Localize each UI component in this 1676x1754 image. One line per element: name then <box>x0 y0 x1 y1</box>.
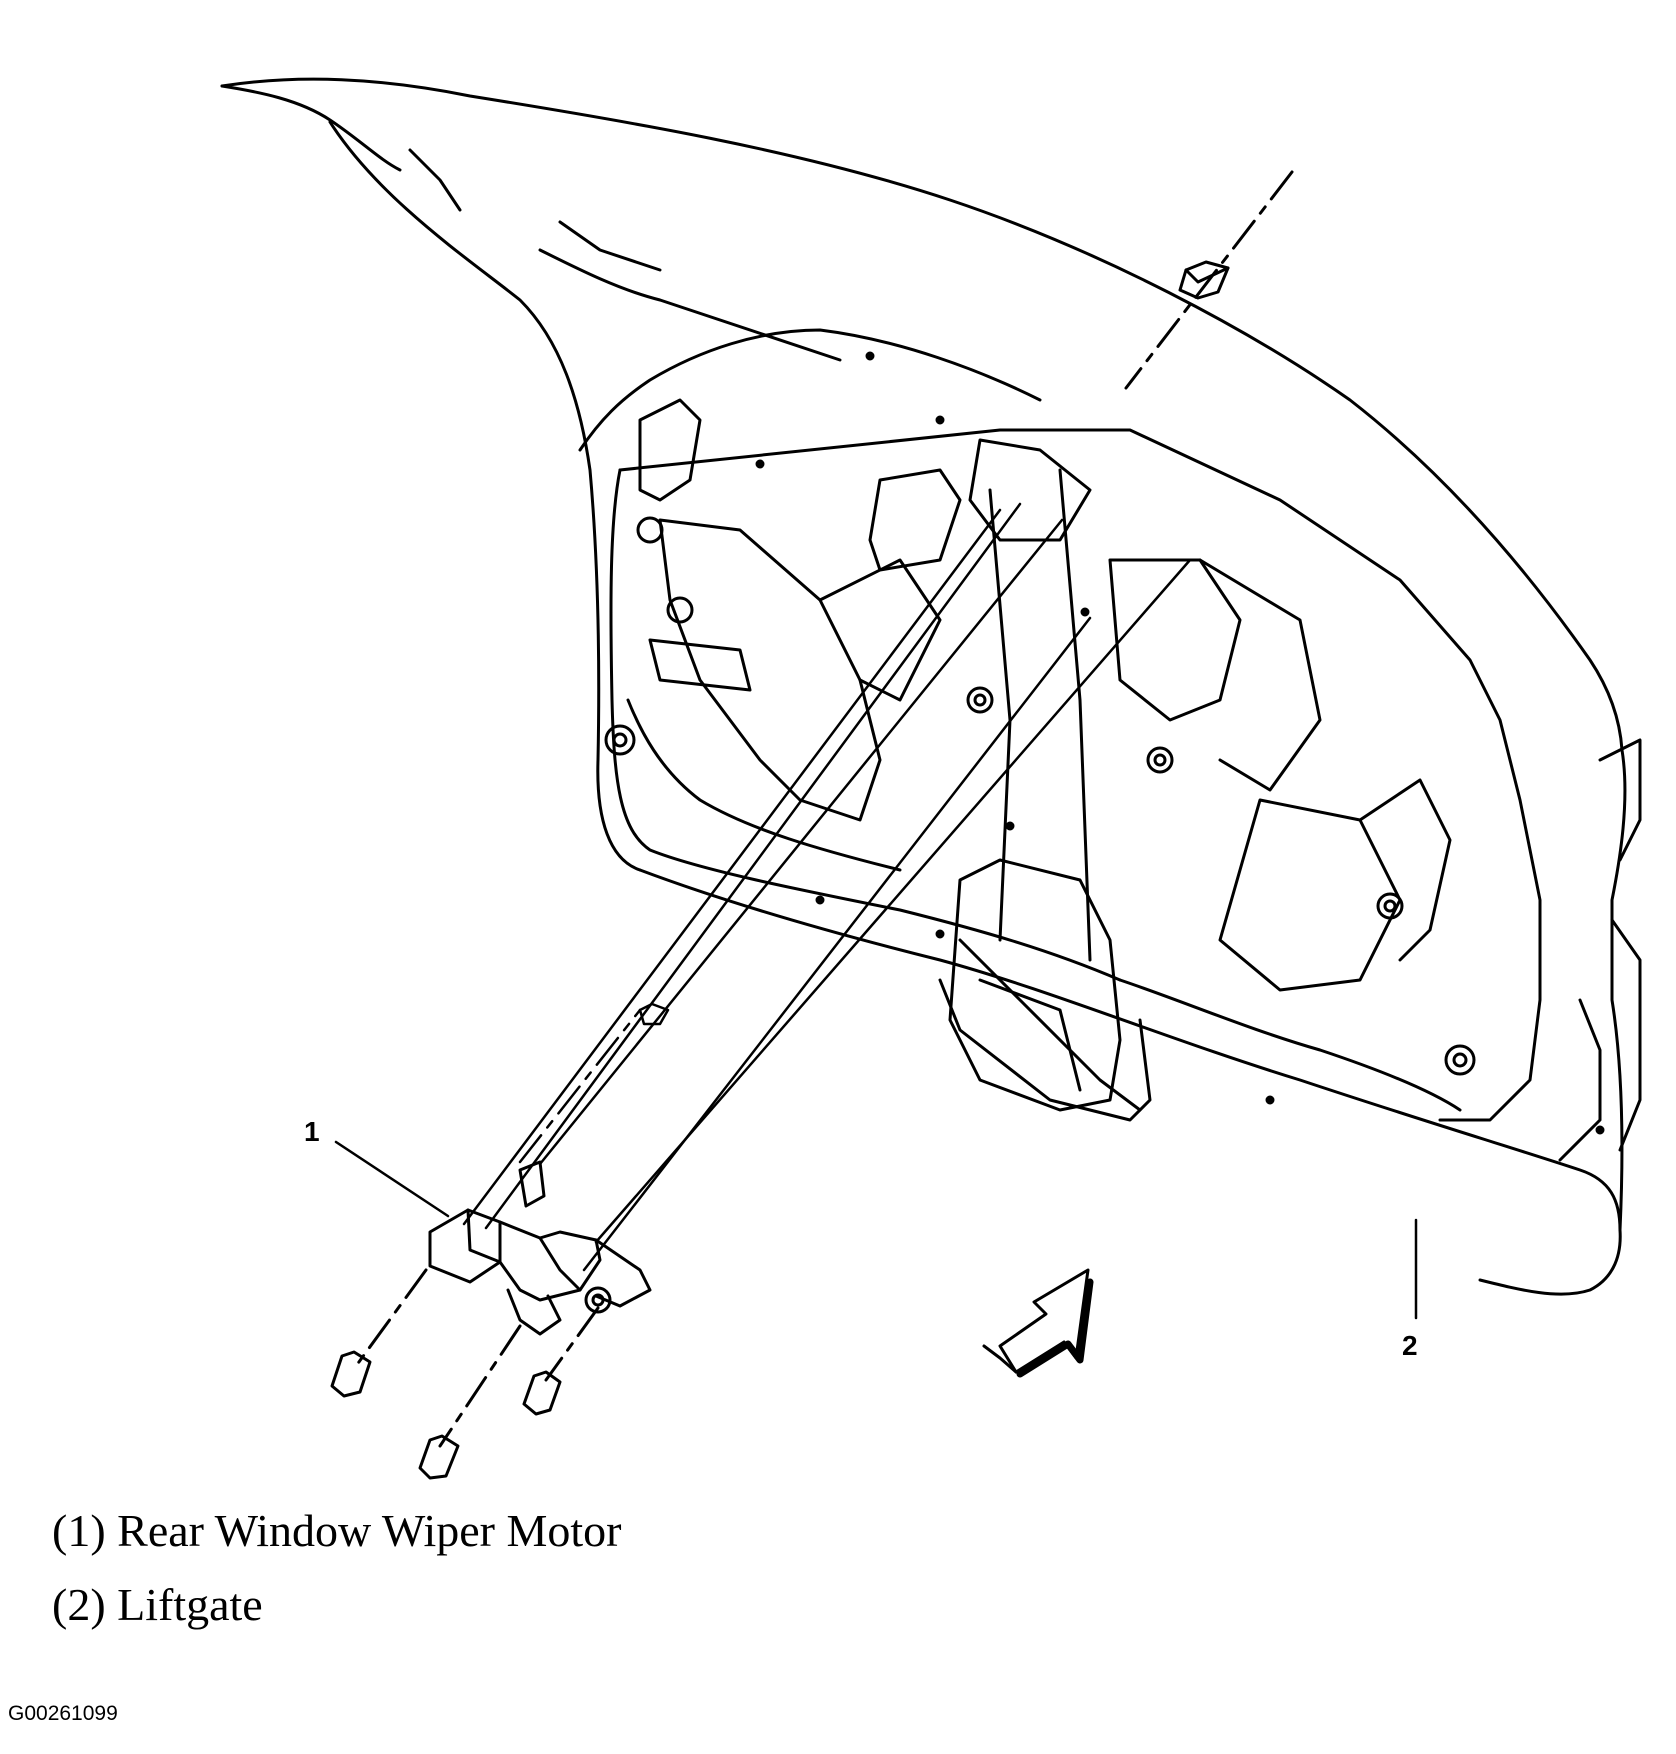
legend-item-liftgate: (2) Liftgate <box>52 1579 263 1630</box>
figure-id: G00261099 <box>8 1702 118 1725</box>
callout-leaders <box>334 1140 1418 1320</box>
rear-window-wiper-motor <box>428 1160 652 1336</box>
callout-label-2: 2 <box>1402 1330 1418 1361</box>
front-arrow-icon <box>982 1268 1094 1378</box>
liftgate <box>220 77 1642 1296</box>
legend-item-wiper-motor: (1) Rear Window Wiper Motor <box>52 1505 622 1556</box>
bolt-left <box>330 1268 428 1398</box>
nut-upper <box>1124 170 1294 390</box>
assembly-guide-lines <box>462 502 1192 1272</box>
callout-label-1: 1 <box>304 1116 320 1147</box>
bolt-middle <box>418 1324 522 1480</box>
bolt-right <box>522 1306 600 1416</box>
